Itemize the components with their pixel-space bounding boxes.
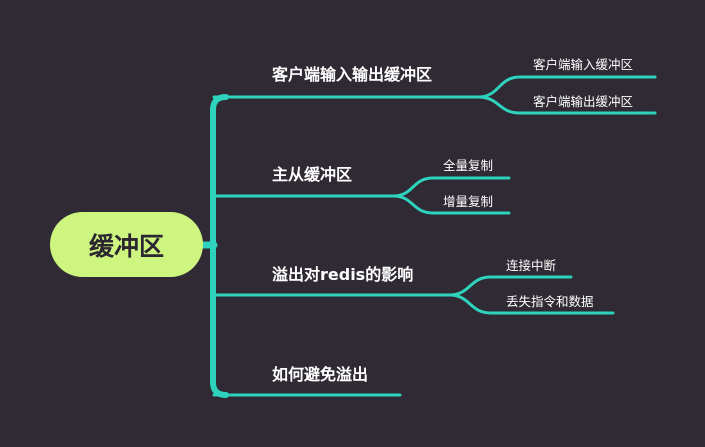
branch-1-child-1-label[interactable]: 客户端输入缓冲区 bbox=[533, 57, 634, 72]
root-node[interactable]: 缓冲区 bbox=[50, 212, 203, 277]
branch-4-label[interactable]: 如何避免溢出 bbox=[272, 365, 369, 384]
branch-2-child-2-label[interactable]: 增量复制 bbox=[443, 194, 494, 209]
trunk-line bbox=[210, 94, 229, 398]
branch-2-child-1-label[interactable]: 全量复制 bbox=[443, 158, 494, 173]
branch-3-child-2-label[interactable]: 丢失指令和数据 bbox=[506, 294, 594, 309]
branch-2-child-2-line bbox=[391, 194, 511, 215]
branch-1-child-2-line bbox=[476, 95, 657, 115]
branch-3-child-2-line bbox=[447, 293, 615, 315]
branch-2-label[interactable]: 主从缓冲区 bbox=[272, 165, 353, 184]
branch-1-label[interactable]: 客户端输入输出缓冲区 bbox=[272, 65, 433, 84]
branch-3-child-1-label[interactable]: 连接中断 bbox=[506, 258, 557, 273]
branch-3-label[interactable]: 溢出对redis的影响 bbox=[272, 265, 414, 284]
branch-1-child-2-label[interactable]: 客户端输出缓冲区 bbox=[533, 94, 634, 109]
